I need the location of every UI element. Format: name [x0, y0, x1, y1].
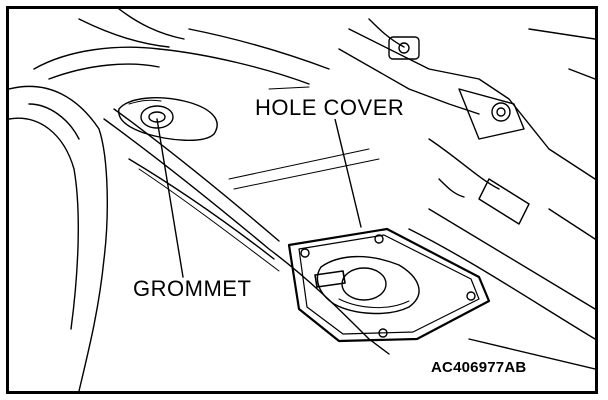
- hole-cover-leader-line: [334, 118, 362, 228]
- upper-left-contours: [33, 9, 185, 80]
- right-side-structure: [338, 18, 595, 240]
- hole-cover-plate: [287, 227, 491, 343]
- figure-code: AC406977AB: [431, 359, 527, 376]
- hole-cover-label: HOLE COVER: [253, 95, 407, 120]
- grommet-label: GROMMET: [131, 276, 254, 301]
- floor-tunnel: [103, 108, 390, 355]
- vehicle-floor-illustration: [9, 9, 595, 391]
- illustration-frame: HOLE COVER GROMMET AC406977AB: [6, 6, 598, 394]
- grommet-boot: [118, 97, 218, 142]
- shift-lever-boot: [314, 255, 420, 315]
- grommet-leader-line: [156, 118, 184, 278]
- floor-lines: [158, 28, 595, 370]
- left-seat-outline: [9, 85, 108, 391]
